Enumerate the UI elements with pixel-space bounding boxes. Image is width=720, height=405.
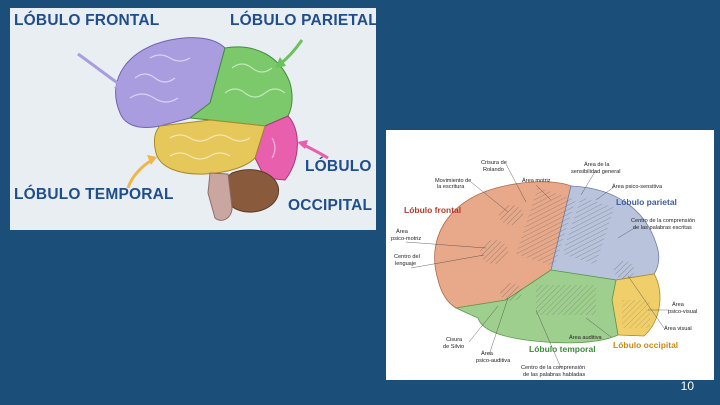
ann-silvio-2: de Silvio <box>443 344 464 350</box>
ann-area-auditiva: Área auditiva <box>569 334 603 341</box>
ann-lenguaje-2: lenguaje <box>395 261 416 267</box>
ann-psico-visual-1: Área <box>672 301 685 308</box>
ann-psico-auditiva-2: psico-auditiva <box>476 358 511 364</box>
ann-psico-motriz-1: Área <box>396 228 409 235</box>
ann-sensibilidad-2: sensibilidad general <box>571 169 620 175</box>
ann-rolando: Rolando <box>483 167 504 173</box>
ann-crisura: Crisura de <box>481 160 507 166</box>
gyri-texture <box>129 54 286 160</box>
temporal-lobe-shape <box>153 119 266 175</box>
leader-lines <box>405 163 669 369</box>
temporal-arrow <box>126 158 153 189</box>
label-temporal-lobe: LÓBULO TEMPORAL <box>14 186 174 203</box>
label-frontal-lobe: LÓBULO FRONTAL <box>14 12 160 29</box>
occipital-lobe-shape <box>254 115 298 181</box>
frontal-arrow <box>77 52 123 88</box>
label-occipital-lobe-line2: OCCIPITAL <box>288 197 373 214</box>
label-parietal-lobe: LÓBULO PARIETAL <box>230 12 378 29</box>
page-number: 10 <box>680 379 694 393</box>
hatch-visual <box>614 261 634 279</box>
frontal-lobe-shape <box>115 37 226 128</box>
ann-comp-escritas-2: de las palabras escritas <box>633 225 692 231</box>
ann-area-visual: Área visual <box>664 325 692 332</box>
diagram-label-parietal: Lóbulo parietal <box>616 197 677 207</box>
parietal-arrow <box>279 39 304 66</box>
diagram-label-occipital: Lóbulo occipital <box>613 340 678 350</box>
occipital-arrowhead <box>297 140 308 149</box>
hatch-auditiva <box>500 283 522 301</box>
ann-movimiento-2: la escritura <box>437 184 465 190</box>
functional-areas-diagram: Lóbulo frontal Lóbulo parietal Lóbulo te… <box>391 160 697 378</box>
frontal-arrowhead <box>114 80 126 90</box>
ann-comp-escritas-1: Centro de la comprensión <box>631 218 695 224</box>
ann-psico-motriz-2: psico-motriz <box>391 236 421 242</box>
brainstem-shape <box>207 172 233 221</box>
ann-psico-sensitiva: Área psico-sensitiva <box>612 183 663 190</box>
label-occipital-lobe-line1: LÓBULO <box>305 158 372 175</box>
ann-sensibilidad-1: Área de la <box>584 161 610 168</box>
diagram-label-temporal: Lóbulo temporal <box>529 344 596 354</box>
diagram-label-frontal: Lóbulo frontal <box>404 205 461 215</box>
hatch-lenguaje <box>480 240 508 264</box>
ann-psico-auditiva-1: Área <box>481 350 494 357</box>
ann-comp-habladas-1: Centro de la comprensión <box>521 365 585 371</box>
functional-areas-panel: Lóbulo frontal Lóbulo parietal Lóbulo te… <box>386 130 714 380</box>
ann-psico-visual-2: psico-visual <box>668 309 697 315</box>
hatch-motriz <box>516 187 576 267</box>
ann-comp-habladas-2: de las palabras habladas <box>523 372 585 378</box>
colored-brain-illustration <box>77 37 329 221</box>
parietal-arrowhead <box>275 57 286 68</box>
ann-silvio-1: Cisura <box>446 337 463 343</box>
ann-area-motriz: Área motriz <box>522 177 551 184</box>
colored-brain-panel: LÓBULO FRONTAL LÓBULO PARIETAL LÓBULO TE… <box>10 8 378 230</box>
hatch-occipital <box>622 300 650 328</box>
ann-lenguaje-1: Centro del <box>394 254 420 260</box>
ann-movimiento-1: Movimiento de <box>435 178 471 184</box>
hatch-escritura <box>499 205 523 225</box>
temporal-arrowhead <box>147 155 157 165</box>
hatch-temporal <box>536 285 596 315</box>
hatch-parietal <box>562 196 615 265</box>
